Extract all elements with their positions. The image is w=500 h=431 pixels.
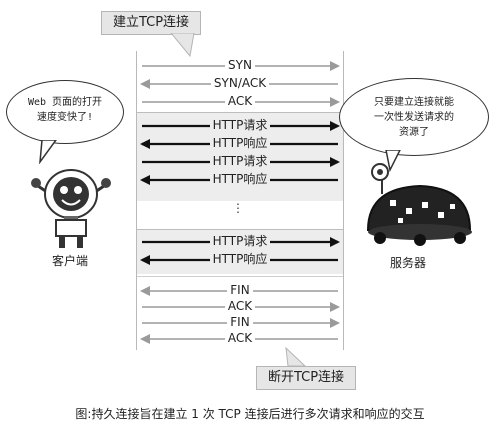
- client-robot-icon: [31, 169, 111, 248]
- client-speech-line: 速度变快了!: [36, 112, 94, 123]
- server-speech-bubble: 只要建立连接就能 一次性发送请求的 资源了: [339, 78, 489, 156]
- message-label: SYN/ACK: [136, 76, 344, 90]
- server-speech-line: 一次性发送请求的: [374, 112, 454, 123]
- message-label: FIN: [136, 315, 344, 329]
- message-label: HTTP响应: [136, 172, 344, 186]
- message-label-text: ACK: [224, 94, 256, 108]
- server-speech-line: 只要建立连接就能: [374, 97, 454, 108]
- message-row: ACK: [136, 94, 344, 112]
- message-row: ACK: [136, 331, 344, 349]
- message-label-text: ACK: [224, 299, 256, 313]
- message-row: HTTP请求: [136, 154, 344, 172]
- ellipsis: ⋮: [232, 201, 244, 215]
- message-row: SYN/ACK: [136, 76, 344, 94]
- server-bubble-tail: [385, 150, 401, 172]
- message-label: SYN: [136, 58, 344, 72]
- message-label: HTTP响应: [136, 252, 344, 266]
- message-label: ACK: [136, 94, 344, 108]
- client-speech-line: Web 页面的打开: [27, 97, 103, 108]
- message-row: HTTP请求: [136, 234, 344, 252]
- client-speech-bubble: Web 页面的打开 速度变快了!: [6, 80, 124, 144]
- message-label-text: HTTP响应: [209, 136, 271, 150]
- message-label: ACK: [136, 331, 344, 345]
- message-label: FIN: [136, 283, 344, 297]
- client-label: 客户端: [52, 254, 89, 268]
- message-label-text: ACK: [224, 331, 256, 345]
- close-callout-pointer: [285, 347, 307, 367]
- message-row: SYN: [136, 58, 344, 76]
- message-label-text: HTTP响应: [209, 172, 271, 186]
- message-label-text: FIN: [227, 315, 253, 329]
- message-label-text: HTTP响应: [209, 252, 271, 266]
- message-label-text: HTTP请求: [209, 154, 271, 168]
- server-robot-icon: [366, 163, 472, 246]
- server-label: 服务器: [390, 256, 427, 270]
- server-speech-line: 资源了: [399, 127, 429, 138]
- teardown-section: [136, 276, 344, 351]
- message-label: HTTP响应: [136, 136, 344, 150]
- message-row: HTTP响应: [136, 136, 344, 154]
- message-label-text: SYN: [225, 58, 255, 72]
- message-label-text: FIN: [227, 283, 253, 297]
- message-row: HTTP响应: [136, 252, 344, 270]
- message-label-text: HTTP请求: [209, 118, 271, 132]
- message-label-text: SYN/ACK: [210, 76, 270, 90]
- establish-callout-pointer: [170, 33, 195, 57]
- message-row: FIN: [136, 283, 344, 301]
- message-row: HTTP响应: [136, 172, 344, 190]
- message-label: ACK: [136, 299, 344, 313]
- message-label: HTTP请求: [136, 154, 344, 168]
- message-label: HTTP请求: [136, 234, 344, 248]
- figure-caption: 图:持久连接旨在建立 1 次 TCP 连接后进行多次请求和响应的交互: [75, 407, 425, 421]
- message-row: ACK: [136, 299, 344, 317]
- close-callout: 断开TCP连接: [256, 366, 356, 390]
- message-label-text: HTTP请求: [209, 234, 271, 248]
- client-timeline: [136, 51, 137, 350]
- message-row: FIN: [136, 315, 344, 333]
- client-bubble-tail: [39, 140, 57, 164]
- establish-callout: 建立TCP连接: [101, 11, 201, 35]
- server-timeline: [343, 51, 344, 350]
- message-row: HTTP请求: [136, 118, 344, 136]
- message-label: HTTP请求: [136, 118, 344, 132]
